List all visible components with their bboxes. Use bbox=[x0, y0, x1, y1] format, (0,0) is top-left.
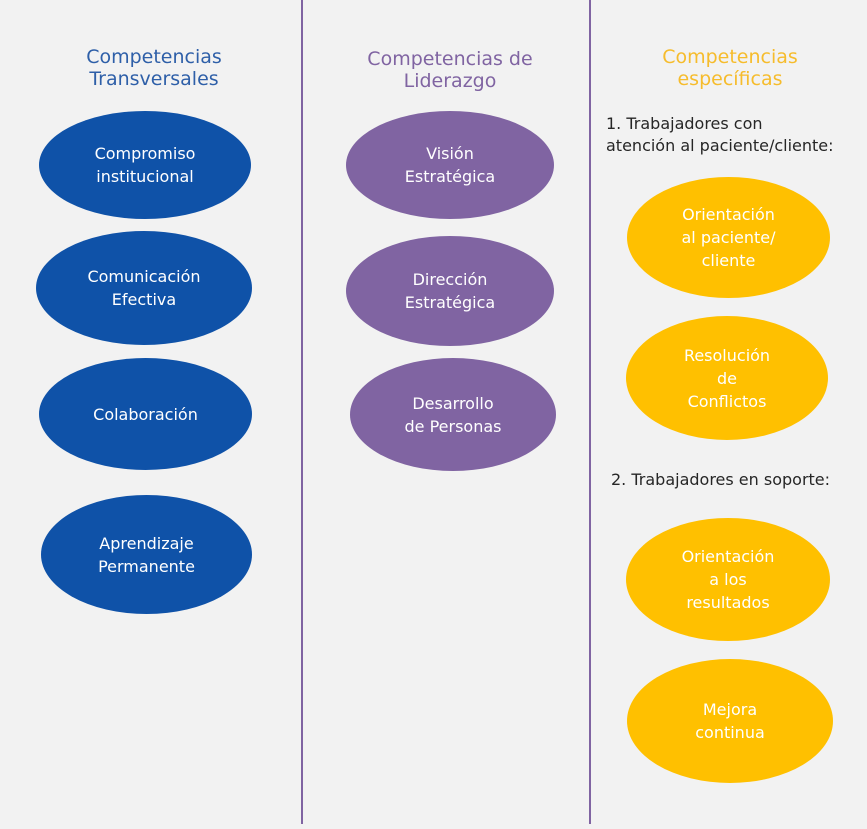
competency-vision-estrategica: Visión Estratégica bbox=[346, 111, 554, 219]
heading-liderazgo: Competencias de Liderazgo bbox=[367, 48, 533, 92]
competency-orientacion-al-paciente: Orientación al paciente/ cliente bbox=[627, 177, 830, 298]
competency-comunicacion-efectiva: Comunicación Efectiva bbox=[36, 231, 252, 345]
competency-colaboracion: Colaboración bbox=[39, 358, 252, 470]
column-divider-left bbox=[301, 0, 303, 824]
group-label-atencion-paciente: 1. Trabajadores con atención al paciente… bbox=[606, 114, 834, 155]
group-label-soporte: 2. Trabajadores en soporte: bbox=[611, 470, 831, 489]
heading-especificas: Competencias específicas bbox=[662, 46, 798, 90]
competency-aprendizaje-permanente: Aprendizaje Permanente bbox=[41, 495, 252, 614]
competency-direccion-estrategica: Dirección Estratégica bbox=[346, 236, 554, 346]
column-divider-right bbox=[589, 0, 591, 824]
competency-orientacion-a-los-resultados: Orientación a los resultados bbox=[626, 518, 830, 641]
competency-mejora-continua: Mejora continua bbox=[627, 659, 833, 783]
heading-transversales: Competencias Transversales bbox=[86, 46, 222, 90]
competency-resolucion-de-conflictos: Resolución de Conflictos bbox=[626, 316, 828, 440]
competency-compromiso-institucional: Compromiso institucional bbox=[39, 111, 251, 219]
competency-desarrollo-de-personas: Desarrollo de Personas bbox=[350, 358, 556, 471]
